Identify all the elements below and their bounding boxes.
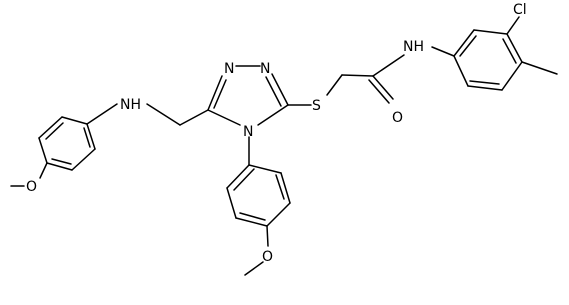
bond: [213, 79, 227, 109]
bond: [265, 76, 282, 107]
bond: [239, 212, 266, 221]
amide-nh-label: N​H: [403, 39, 424, 55]
bond: [469, 80, 500, 85]
bond: [431, 46, 455, 57]
triazole-n1-label: N: [224, 61, 234, 77]
bond: [257, 104, 289, 126]
bond: [341, 74, 374, 77]
bond: [467, 85, 503, 91]
bond: [473, 29, 508, 35]
nh-label: NH: [120, 97, 141, 113]
bond: [179, 109, 209, 126]
bond: [244, 261, 264, 276]
bond: [453, 29, 475, 57]
methoxy-oxygen-left-label: O: [26, 179, 37, 195]
bond: [506, 33, 523, 63]
bond: [45, 122, 64, 140]
sulfur-label: S: [312, 98, 321, 114]
bond: [86, 103, 118, 125]
carbonyl-oxygen-label: O: [392, 110, 403, 126]
bond: [38, 116, 63, 139]
bond: [275, 174, 285, 200]
triazole-n2-label: N: [260, 61, 270, 77]
bond: [521, 61, 558, 75]
bond: [233, 168, 255, 191]
bond: [266, 202, 291, 227]
bond: [501, 61, 523, 91]
bond: [372, 75, 394, 100]
bond: [271, 73, 289, 106]
bond: [51, 158, 72, 165]
bond: [506, 16, 520, 35]
bond: [248, 164, 282, 174]
bonds: [10, 16, 558, 276]
bond: [235, 217, 268, 227]
bond: [83, 127, 91, 148]
bond: [453, 55, 469, 87]
bond: [207, 75, 223, 111]
bond: [39, 162, 48, 179]
atom-labels: NH N​H Cl S O N N N O O: [26, 2, 527, 265]
bond: [38, 137, 48, 164]
bond: [71, 148, 96, 171]
bond: [502, 38, 517, 64]
bond: [280, 172, 291, 204]
bond: [207, 109, 241, 126]
chlorine-label: Cl: [513, 2, 527, 18]
bond: [61, 116, 88, 125]
bond: [46, 162, 73, 171]
bond: [266, 225, 269, 247]
bond: [226, 164, 250, 189]
methoxy-oxygen-bottom-label: O: [262, 249, 273, 265]
bond: [368, 79, 390, 104]
bond: [372, 54, 405, 77]
bond: [86, 123, 96, 150]
bond: [226, 187, 237, 219]
bond: [326, 74, 343, 96]
bond: [146, 103, 181, 126]
triazole-n4-label: N: [243, 124, 253, 140]
bond: [459, 35, 477, 57]
